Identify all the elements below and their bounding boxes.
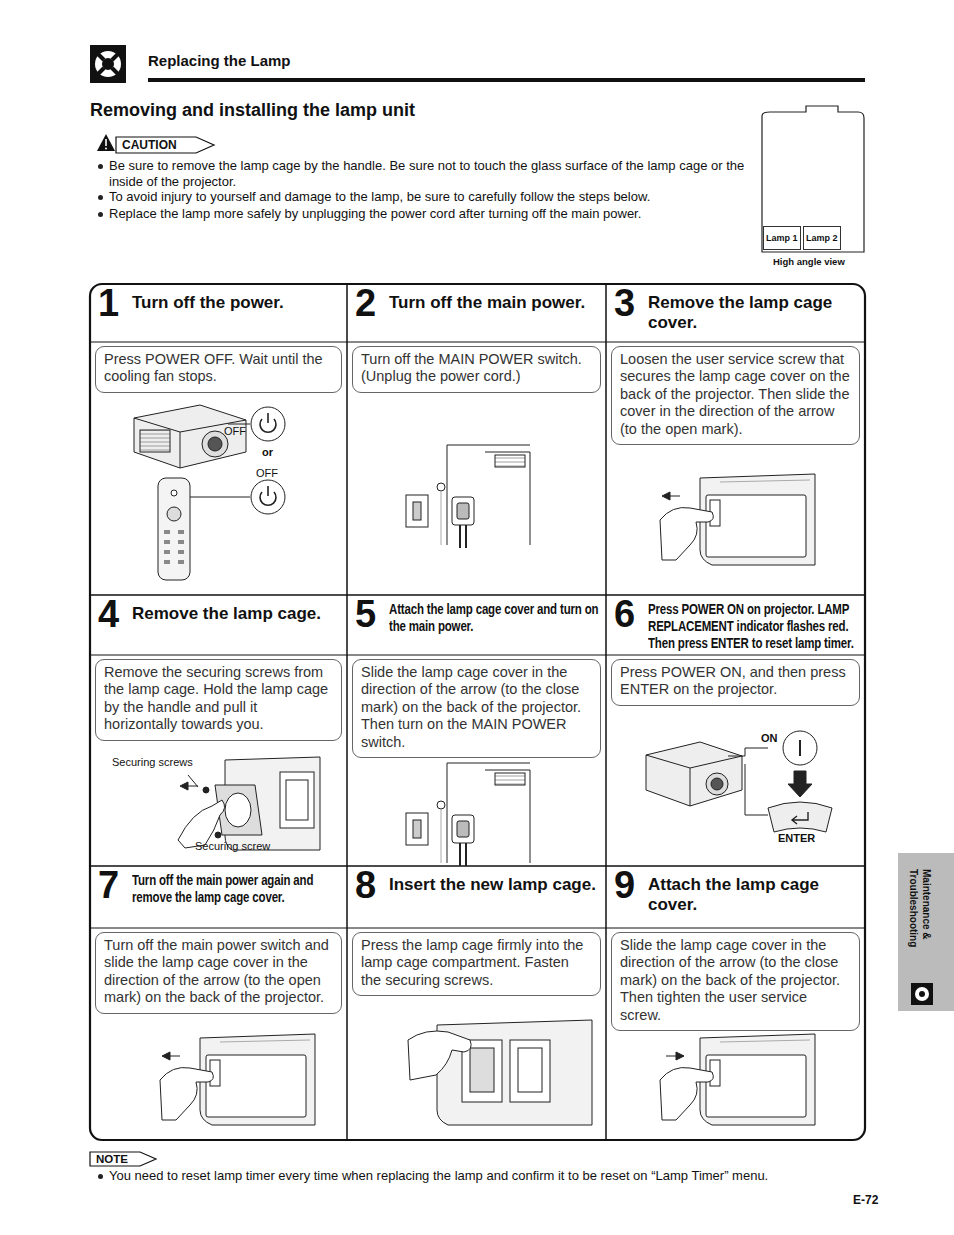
step-cell: 8 Insert the new lamp cage. Press the lamp…: [347, 866, 606, 1140]
side-tab-label: Maintenance & Troubleshooting: [907, 869, 933, 969]
caution-tag: CAUTION: [122, 138, 177, 152]
step-number: 9: [614, 866, 635, 904]
step-cell: 3 Remove the lamp cage cover. Loosen the u…: [606, 284, 865, 595]
step-number: 7: [98, 866, 119, 904]
caution-bullet: Replace the lamp more safely by unpluggi…: [109, 206, 759, 222]
connector-word: or: [262, 446, 273, 459]
button-label: ON: [761, 732, 778, 745]
step-number: 6: [614, 595, 635, 633]
instruction-box: Slide the lamp cage cover in the directi…: [352, 659, 601, 758]
lamp-slot: Lamp 2: [803, 226, 841, 250]
step-heading: Turn off the main power again and remove…: [132, 872, 341, 906]
bullet-dot: [98, 195, 103, 200]
step-cell: 4 Remove the lamp cage. Remove the securin…: [90, 595, 347, 866]
section-label: Replacing the Lamp: [148, 52, 291, 70]
button-label: OFF: [224, 425, 246, 438]
page-title: Removing and installing the lamp unit: [90, 100, 415, 122]
step-number: 8: [355, 866, 376, 904]
part-label: Securing screw: [195, 840, 270, 853]
lamp-label: Lamp 1: [766, 233, 798, 243]
step-heading: Insert the new lamp cage.: [389, 875, 600, 895]
bullet-dot: [98, 1174, 103, 1179]
instruction-text: Press POWER OFF. Wait until the cooling …: [104, 351, 323, 384]
bullet-dot: [98, 164, 103, 169]
step-heading: Remove the lamp cage cover.: [648, 293, 859, 334]
page-number: E-72: [853, 1193, 878, 1207]
note-tag: NOTE: [96, 1153, 128, 1167]
button-label: ENTER: [778, 832, 815, 845]
instruction-text: Press POWER ON, and then press ENTER on …: [620, 664, 846, 697]
button-label: OFF: [256, 467, 278, 480]
part-label: Securing screws: [112, 756, 193, 769]
step-number: 4: [98, 595, 119, 633]
step-cell: 1 Turn off the power. Press POWER OFF. Wai…: [90, 284, 347, 595]
instruction-text: Turn off the main power switch and slide…: [104, 937, 329, 1005]
step-number: 1: [98, 284, 119, 322]
step-cell: 2 Turn off the main power. Turn off the MA…: [347, 284, 606, 595]
step-number: 3: [614, 284, 635, 322]
step-cell: 6 Press POWER ON on projector. LAMP REPLA…: [606, 595, 865, 866]
instruction-box: Remove the securing screws from the lamp…: [95, 659, 342, 741]
step-cell: 5 Attach the lamp cage cover and turn on …: [347, 595, 606, 866]
instruction-box: Turn off the MAIN POWER switch. (Unplug …: [352, 346, 601, 393]
instruction-text: Loosen the user service screw that secur…: [620, 351, 850, 437]
instruction-box: Loosen the user service screw that secur…: [611, 346, 860, 445]
step-heading: Attach the lamp cage cover.: [648, 875, 859, 916]
step-cell: 7 Turn off the main power again and remov…: [90, 866, 347, 1140]
instruction-text: Press the lamp cage firmly into the lamp…: [361, 937, 583, 988]
step-heading: Turn off the main power.: [389, 293, 600, 313]
lamp-label: Lamp 2: [806, 233, 838, 243]
instruction-box: Press POWER ON, and then press ENTER on …: [611, 659, 860, 706]
note-text: You need to reset lamp timer every time …: [109, 1168, 869, 1184]
step-heading: Turn off the power.: [132, 293, 341, 313]
instruction-box: Turn off the main power switch and slide…: [95, 932, 342, 1014]
caution-bullet: Be sure to remove the lamp cage by the h…: [109, 158, 759, 189]
lamp-slot: Lamp 1: [763, 226, 801, 250]
instruction-box: Slide the lamp cage cover in the directi…: [611, 932, 860, 1031]
step-heading: Remove the lamp cage.: [132, 604, 341, 624]
step-cell: 9 Attach the lamp cage cover. Slide the la…: [606, 866, 865, 1140]
step-number: 5: [355, 595, 376, 633]
caution-bullet: To avoid injury to yourself and damage t…: [109, 189, 759, 205]
instruction-text: Slide the lamp cage cover in the directi…: [361, 664, 581, 750]
instruction-box: Press the lamp cage firmly into the lamp…: [352, 932, 601, 996]
instruction-text: Slide the lamp cage cover in the directi…: [620, 937, 840, 1023]
view-caption: High angle view: [773, 256, 845, 267]
step-heading: Press POWER ON on projector. LAMP REPLAC…: [648, 601, 859, 652]
bullet-dot: [98, 212, 103, 217]
instruction-text: Turn off the MAIN POWER switch. (Unplug …: [361, 351, 582, 384]
instruction-box: Press POWER OFF. Wait until the cooling …: [95, 346, 342, 393]
step-number: 2: [355, 284, 376, 322]
step-heading: Attach the lamp cage cover and turn on t…: [389, 601, 600, 635]
instruction-text: Remove the securing screws from the lamp…: [104, 664, 328, 732]
